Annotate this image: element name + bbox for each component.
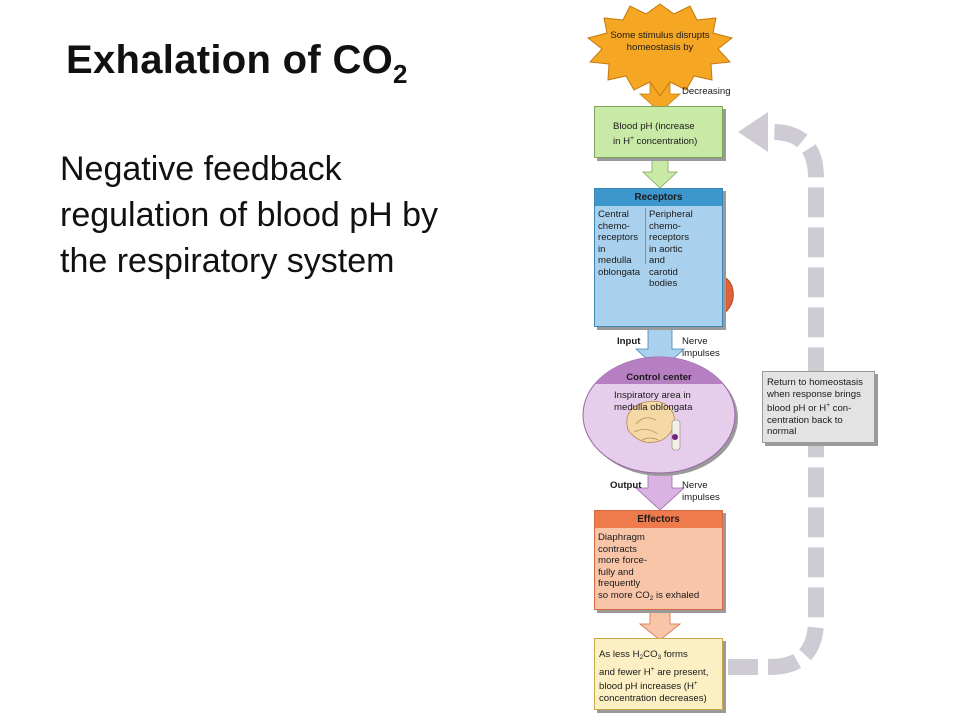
arrow-output bbox=[634, 469, 686, 511]
stimulus-starburst bbox=[586, 3, 734, 97]
arrow-stimulus-to-ph bbox=[638, 81, 682, 113]
controlled-condition-box: Blood pH (increase in H+ concentration) bbox=[594, 106, 723, 158]
output-label: Output bbox=[610, 480, 642, 491]
response-text: As less H2CO3 forms and fewer H+ are pre… bbox=[599, 649, 709, 704]
slide-description: Negative feedback regulation of blood pH… bbox=[60, 146, 540, 284]
receptors-box: Receptors Central chemo- receptors in me… bbox=[594, 188, 723, 327]
output-nerve-impulses: Nerve impulses bbox=[682, 480, 720, 503]
input-label: Input bbox=[617, 336, 641, 347]
slide-title: Exhalation of CO2 bbox=[66, 38, 408, 89]
peripheral-chemoreceptors-text: Peripheral chemo- receptors in aortic an… bbox=[649, 209, 693, 289]
response-box: As less H2CO3 forms and fewer H+ are pre… bbox=[594, 638, 723, 710]
control-center-header: Control center bbox=[626, 372, 692, 383]
arrow-effectors-to-response bbox=[638, 609, 682, 641]
effectors-header: Effectors bbox=[595, 511, 722, 528]
description-line: Negative feedback bbox=[60, 150, 342, 188]
return-to-homeostasis-box: Return to homeostasis when response brin… bbox=[762, 371, 875, 443]
stimulus-text: Some stimulus disrupts homeostasis by bbox=[610, 30, 710, 53]
brain-illustration bbox=[626, 400, 681, 451]
receptor-divider bbox=[645, 208, 646, 264]
description-line: regulation of blood pH by bbox=[60, 196, 439, 234]
control-center-text: Inspiratory area in medulla oblongata bbox=[614, 390, 693, 413]
input-nerve-impulses: Nerve impulses bbox=[682, 336, 720, 359]
receptors-header: Receptors bbox=[595, 189, 722, 206]
effectors-box: Effectors Diaphragm contracts more force… bbox=[594, 510, 723, 610]
decreasing-label: Decreasing bbox=[682, 86, 731, 97]
controlled-condition-line2: in H+ concentration) bbox=[613, 134, 698, 147]
return-arrowhead bbox=[738, 112, 768, 152]
title-subscript: 2 bbox=[393, 59, 408, 89]
arrow-ph-to-receptors bbox=[641, 159, 679, 189]
central-chemoreceptors-text: Central chemo- receptors in medulla oblo… bbox=[598, 209, 641, 278]
description-line: the respiratory system bbox=[60, 242, 395, 280]
controlled-condition-line1: Blood pH (increase bbox=[613, 121, 695, 132]
effectors-text: Diaphragm contracts more force- fully an… bbox=[598, 532, 700, 602]
return-text: Return to homeostasis when response brin… bbox=[767, 377, 863, 437]
